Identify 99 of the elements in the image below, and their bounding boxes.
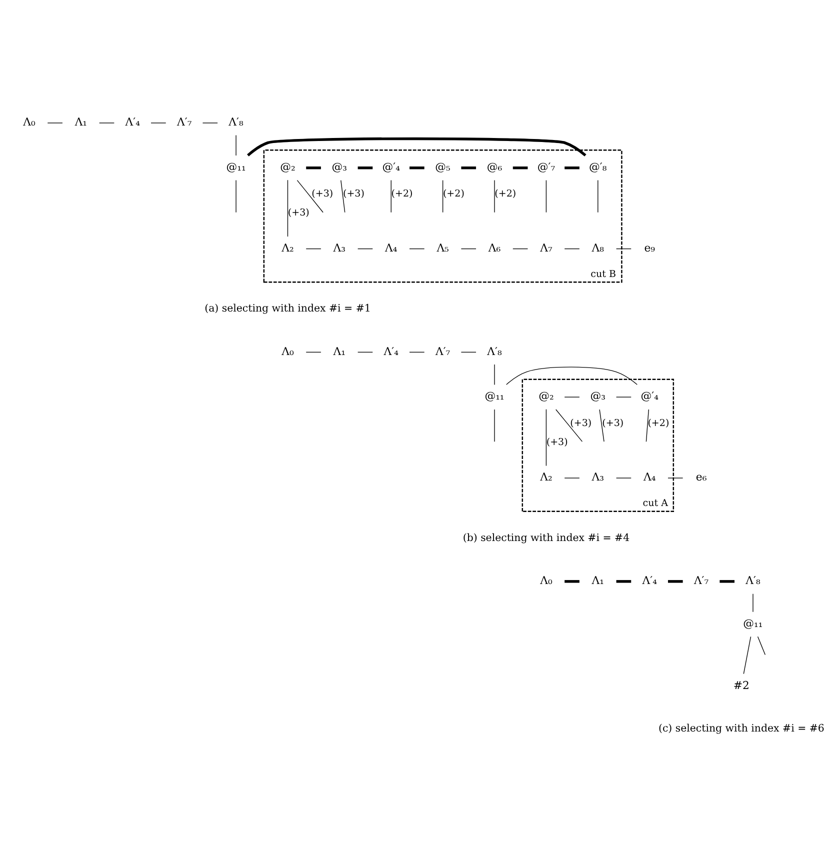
edge-label: (+3) <box>342 188 364 200</box>
connector <box>409 352 425 353</box>
node-text: @′₈ <box>589 160 607 174</box>
connector <box>556 409 583 442</box>
connector <box>296 180 324 213</box>
connector <box>47 122 63 124</box>
edge-label: (+3) <box>602 418 624 429</box>
connector <box>564 396 580 398</box>
connector <box>247 137 586 156</box>
edge-label: (+3) <box>546 436 568 448</box>
node-text: @′₄ <box>640 390 658 403</box>
edge-label: (+2) <box>442 188 464 200</box>
connector <box>358 166 373 170</box>
connector <box>564 248 580 250</box>
node-text: Λ₂ <box>282 241 294 254</box>
connector <box>306 166 321 170</box>
connector <box>512 248 528 250</box>
edge-label: (+2) <box>648 418 670 429</box>
node-text: Λ₀ <box>540 574 552 588</box>
node-text: Λ₁ <box>74 116 88 129</box>
connector <box>98 122 114 124</box>
node-text: @₁₁ <box>226 160 246 174</box>
label: (c) selecting with index #i = #6 <box>658 723 824 734</box>
connector <box>546 409 547 466</box>
node-text: Λ₄ <box>643 470 656 484</box>
node-text: @′₇ <box>537 160 556 174</box>
connector <box>564 580 580 583</box>
node-text: Λ₁ <box>592 574 604 588</box>
label: (a) selecting with index #i = #1 <box>204 304 371 315</box>
node-text: Λ₂ <box>540 470 552 484</box>
node-text: @₃ <box>590 390 606 403</box>
node-text: Λ′₈ <box>228 116 244 129</box>
node-text: @₂ <box>280 160 296 174</box>
connector <box>202 122 218 124</box>
connector <box>461 166 476 170</box>
node-text: Λ′₈ <box>487 344 502 358</box>
connector <box>410 166 424 170</box>
connector <box>150 122 166 124</box>
node-text: Λ₆ <box>488 241 501 254</box>
node-text: Λ′₄ <box>125 116 140 129</box>
node-text: Λ₁ <box>333 344 346 358</box>
edge-label: (+2) <box>494 188 516 200</box>
connector <box>506 366 638 385</box>
connector <box>743 636 752 674</box>
node-text: @′₄ <box>382 160 400 174</box>
connector <box>390 180 392 213</box>
node-text: Λ′₇ <box>176 116 192 129</box>
node-text: #2 <box>733 678 750 692</box>
connector <box>494 180 495 213</box>
node-text: Λ₄ <box>385 241 398 254</box>
node-text: @₅ <box>435 160 450 174</box>
connector <box>564 166 580 170</box>
node-text: Λ′₇ <box>694 574 709 588</box>
node-text: Λ₀ <box>282 344 294 358</box>
node-text: @₁₁ <box>484 390 504 403</box>
connector <box>494 409 495 442</box>
connector <box>460 248 476 250</box>
edge-label: (+3) <box>312 188 334 200</box>
node-text: Λ₀ <box>23 116 36 129</box>
node-text: Λ′₄ <box>642 574 657 588</box>
connector <box>494 364 495 386</box>
node-text: @₆ <box>486 160 502 174</box>
edge-label: (+2) <box>391 188 413 200</box>
node-text: e₉ <box>644 241 655 254</box>
node-text: Λ₇ <box>540 241 552 254</box>
connector <box>306 248 322 250</box>
connector <box>460 352 476 353</box>
connector <box>340 180 346 213</box>
connector <box>646 409 650 442</box>
connector <box>668 580 683 583</box>
connector <box>752 594 754 612</box>
connector <box>357 352 373 353</box>
node-text: Λ₃ <box>592 470 604 484</box>
node-text: Λ′₇ <box>435 344 450 358</box>
node-text: Λ₅ <box>436 241 449 254</box>
connector <box>720 580 735 583</box>
connector <box>757 636 766 656</box>
node-text: e₆ <box>696 470 707 484</box>
connector <box>442 180 444 213</box>
node-text: Λ₈ <box>592 241 604 254</box>
connector <box>546 180 547 213</box>
connector <box>616 580 632 583</box>
node-text: Λ′₈ <box>746 574 760 588</box>
connector <box>409 248 425 250</box>
edge-label: (+3) <box>288 208 310 219</box>
connector <box>616 248 632 250</box>
node-text: @₃ <box>332 160 348 174</box>
connector <box>287 180 288 237</box>
node-text: @₁₁ <box>743 616 763 630</box>
node-text: Λ₃ <box>333 241 346 254</box>
connector <box>599 409 604 442</box>
connector <box>512 166 528 170</box>
edge-label: (+3) <box>570 418 592 429</box>
node-text: @₂ <box>538 390 554 403</box>
connector <box>357 248 373 250</box>
label: (b) selecting with index #i = #4 <box>462 532 630 544</box>
connector <box>616 396 632 398</box>
node-text: Λ′₄ <box>384 344 398 358</box>
connector <box>306 352 322 353</box>
